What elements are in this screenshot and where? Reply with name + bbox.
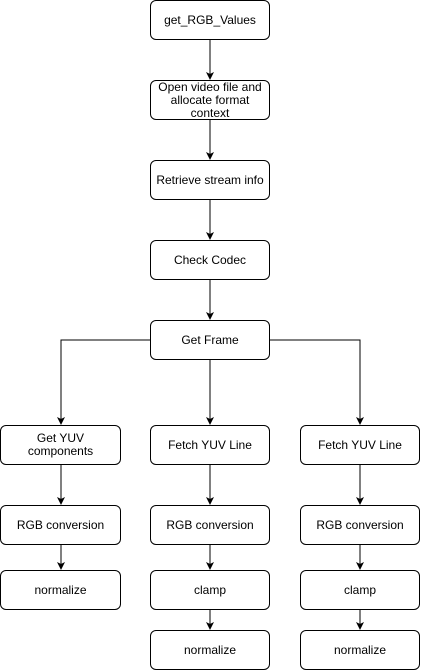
node-middle-clamp: clamp — [150, 570, 270, 610]
node-middle-normalize: normalize — [150, 630, 270, 670]
arrow-frame-to-right — [270, 339, 364, 425]
node-middle-fetch-yuv-line: Fetch YUV Line — [150, 425, 270, 465]
node-check-codec: Check Codec — [150, 240, 270, 280]
node-left-rgb-conversion: RGB conversion — [0, 505, 121, 545]
node-retrieve-stream-info: Retrieve stream info — [150, 160, 270, 200]
node-left-normalize: normalize — [0, 570, 121, 610]
node-right-clamp: clamp — [300, 570, 420, 610]
node-left-get-yuv-components: Get YUV components — [0, 425, 121, 465]
node-right-rgb-conversion: RGB conversion — [300, 505, 420, 545]
node-get-frame: Get Frame — [150, 320, 270, 360]
node-middle-rgb-conversion: RGB conversion — [150, 505, 270, 545]
node-right-fetch-yuv-line: Fetch YUV Line — [300, 425, 420, 465]
arrow-frame-to-left — [57, 339, 150, 425]
node-get-rgb-values: get_RGB_Values — [150, 0, 270, 40]
node-right-normalize: normalize — [300, 630, 420, 670]
node-open-video-file: Open video file and allocate format cont… — [150, 80, 270, 120]
